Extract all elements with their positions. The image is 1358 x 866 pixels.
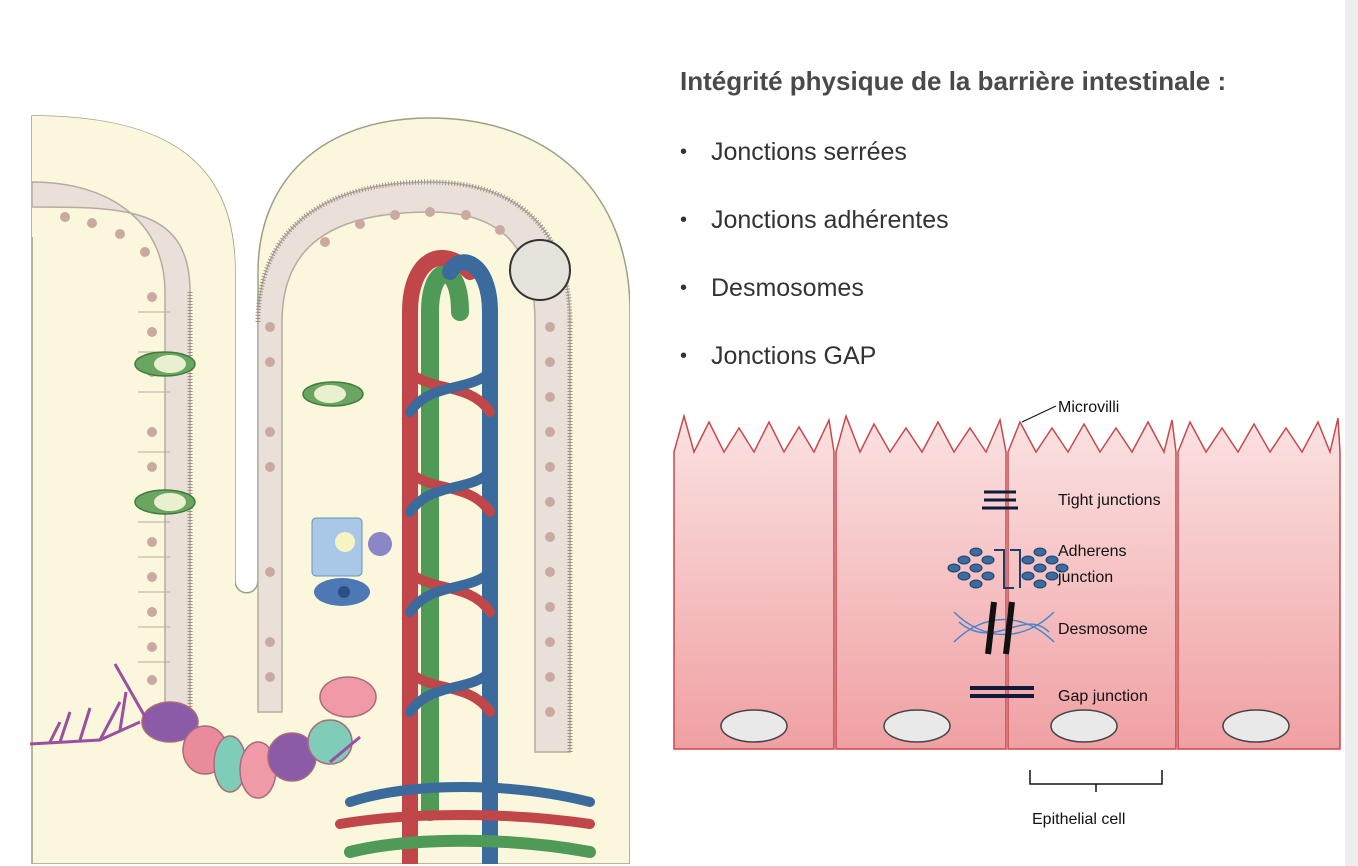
epithelial-cell-label: Epithelial cell [1032,811,1125,828]
desmosome-label: Desmosome [1058,621,1148,638]
tight-junction-label: Tight junctions [1058,492,1161,509]
intestinal-villus-illustration [30,112,630,864]
epithelium-center [255,179,573,753]
bullet-list: • Jonctions serrées • Jonctions adhérent… [680,134,949,406]
epithelial-cells [673,413,1341,750]
gap-junction-label: Gap junction [1058,688,1148,705]
bullet-dot-icon: • [680,345,688,367]
bullet-label: Jonctions GAP [711,342,877,370]
crypt-cells [141,676,377,799]
bullet-item: • Desmosomes [680,270,949,338]
bullet-item: • Jonctions serrées [680,134,949,202]
neuron [30,663,361,764]
adherens-label-line2: junction [1057,569,1113,586]
bullet-dot-icon: • [680,277,688,299]
adherens-label-line1: Adherens [1058,543,1127,560]
gap-junction [970,686,1034,698]
magnifier-circle [509,239,571,301]
blood-vessels [335,249,596,864]
immune-cells [311,517,392,606]
bullet-label: Jonctions adhérentes [711,206,949,234]
bullet-label: Desmosomes [711,274,864,302]
desmosome [953,601,1055,655]
bullet-label: Jonctions serrées [711,138,907,166]
epithelial-cell-bracket [1029,770,1163,792]
bullet-dot-icon: • [680,209,688,231]
bullet-item: • Jonctions GAP [680,338,949,406]
microvilli-label: Microvilli [1058,399,1119,416]
slide-title: Intégrité physique de la barrière intest… [680,66,1227,96]
adherens-junction [947,547,1069,589]
epithelial-junction-diagram: Microvilli Tight junctions Adherens junc… [673,399,1341,828]
right-edge-strip [1345,0,1358,866]
tight-junction [982,490,1018,510]
bullet-item: • Jonctions adhérentes [680,202,949,270]
bullet-dot-icon: • [680,141,688,163]
